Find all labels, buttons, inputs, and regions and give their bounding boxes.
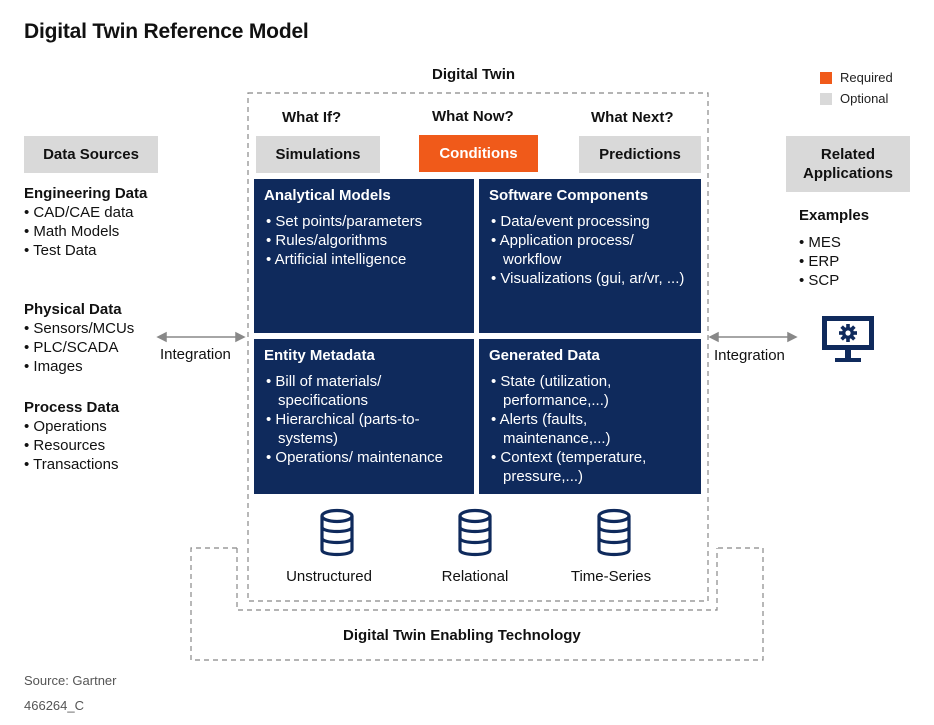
- list-item: PLC/SCADA: [24, 338, 154, 357]
- panel-item: Operations/ maintenance: [266, 448, 464, 467]
- list-item: Sensors/MCUs: [24, 319, 154, 338]
- list-item: MES: [799, 233, 909, 252]
- enabling-tech-inner-frame: [236, 548, 718, 611]
- figure-code: 466264_C: [24, 698, 84, 713]
- panel-item: Hierarchical (parts-to-systems): [266, 410, 464, 448]
- enabling-tech-outer-frame: [190, 547, 764, 661]
- panel-title: Entity Metadata: [264, 347, 375, 364]
- db-label-unstructured: Unstructured: [286, 568, 372, 585]
- group-title: Examples: [799, 207, 870, 224]
- right-integration-arrow: [708, 331, 798, 343]
- legend-swatch-required: [820, 71, 832, 84]
- list-item: Transactions: [24, 455, 154, 474]
- data-sources-header: Data Sources: [24, 136, 158, 173]
- entity-metadata-panel: Entity Metadata Bill of materials/ speci…: [254, 339, 474, 494]
- analytical-models-panel: Analytical Models Set points/parameters …: [254, 179, 474, 333]
- digital-twin-label: Digital Twin: [432, 66, 516, 83]
- panel-item: Bill of materials/ specifications: [266, 372, 464, 410]
- list-item: SCP: [799, 271, 909, 290]
- list-item: CAD/CAE data: [24, 203, 154, 222]
- related-applications-header: Related Applications: [786, 136, 910, 192]
- integration-label-right: Integration: [714, 347, 785, 364]
- panel-item: Visualizations (gui, ar/vr, ...): [491, 269, 691, 288]
- database-icon: [458, 508, 492, 557]
- left-integration-arrow: [156, 331, 246, 343]
- panel-item: Rules/algorithms: [266, 231, 464, 250]
- panel-title: Analytical Models: [264, 187, 391, 204]
- legend-label-optional: Optional: [840, 91, 889, 106]
- list-item: Math Models: [24, 222, 154, 241]
- monitor-gear-icon: [822, 316, 874, 362]
- panel-item: Alerts (faults, maintenance,...): [491, 410, 691, 448]
- source-note: Source: Gartner: [24, 673, 117, 688]
- database-icon: [597, 508, 631, 557]
- legend-label-required: Required: [840, 70, 893, 85]
- question-what-if: What If?: [282, 109, 342, 126]
- list-item: Images: [24, 357, 154, 376]
- examples-group: Examples MES ERP SCP: [799, 206, 909, 290]
- panel-item: Set points/parameters: [266, 212, 464, 231]
- conditions-box: Conditions: [419, 135, 538, 172]
- list-item: ERP: [799, 252, 909, 271]
- physical-data-group: Physical Data Sensors/MCUs PLC/SCADA Ima…: [24, 300, 154, 376]
- panel-item: Context (temperature, pressure,...): [491, 448, 691, 486]
- software-components-panel: Software Components Data/event processin…: [479, 179, 701, 333]
- group-title: Process Data: [24, 399, 120, 416]
- simulations-box: Simulations: [256, 136, 380, 173]
- legend-optional: Optional: [820, 91, 888, 106]
- predictions-box: Predictions: [579, 136, 701, 173]
- question-what-next: What Next?: [591, 109, 674, 126]
- list-item: Resources: [24, 436, 154, 455]
- database-icon: [320, 508, 354, 557]
- process-data-group: Process Data Operations Resources Transa…: [24, 398, 154, 474]
- legend-required: Required: [820, 70, 893, 85]
- db-label-relational: Relational: [441, 568, 509, 585]
- integration-label-left: Integration: [160, 346, 231, 363]
- panel-item: Data/event processing: [491, 212, 691, 231]
- engineering-data-group: Engineering Data CAD/CAE data Math Model…: [24, 184, 154, 260]
- panel-title: Generated Data: [489, 347, 600, 364]
- panel-item: Application process/ workflow: [491, 231, 691, 269]
- generated-data-panel: Generated Data State (utilization, perfo…: [479, 339, 701, 494]
- panel-item: Artificial intelligence: [266, 250, 464, 269]
- digital-twin-frame: [247, 92, 709, 602]
- group-title: Physical Data: [24, 301, 122, 318]
- list-item: Test Data: [24, 241, 154, 260]
- legend-swatch-optional: [820, 92, 832, 105]
- group-title: Engineering Data: [24, 185, 148, 202]
- panel-title: Software Components: [489, 187, 649, 204]
- list-item: Operations: [24, 417, 154, 436]
- enabling-tech-label: Digital Twin Enabling Technology: [343, 627, 581, 644]
- db-label-time-series: Time-Series: [570, 568, 652, 585]
- panel-item: State (utilization, performance,...): [491, 372, 691, 410]
- question-what-now: What Now?: [432, 108, 514, 125]
- page-title: Digital Twin Reference Model: [24, 20, 309, 43]
